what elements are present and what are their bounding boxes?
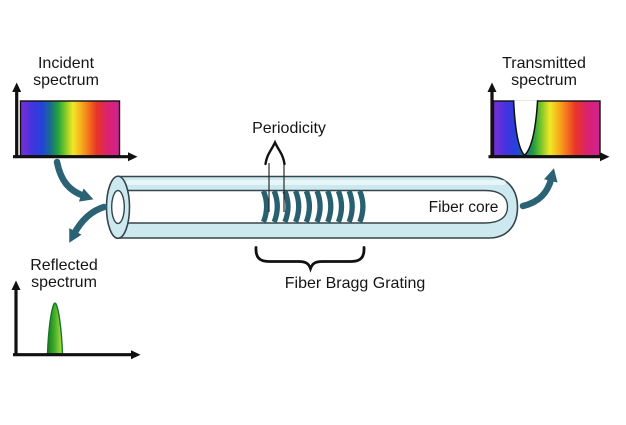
grating-stripe — [293, 190, 302, 223]
notch-right-wall — [523, 100, 539, 156]
grating-stripes — [261, 190, 366, 223]
grating-stripe — [346, 190, 355, 223]
fiber-bragg-grating-label: Fiber Bragg Grating — [284, 275, 426, 292]
reflected-label-line1: Reflected — [30, 257, 98, 274]
fiber-core-label: Fiber core — [428, 199, 499, 216]
incident-rainbow-band — [19, 100, 121, 157]
grating-stripe — [303, 190, 313, 223]
grating-underbrace — [254, 246, 366, 273]
reflected-light-arrow — [69, 203, 108, 243]
grating-stripe — [335, 190, 345, 223]
transmitted-label-line2: spectrum — [511, 72, 577, 89]
incident-spectrum-label: Incident spectrum — [16, 55, 116, 89]
grating-stripe — [271, 190, 280, 223]
fiber-core-end-face — [110, 189, 125, 225]
grating-stripe — [282, 190, 291, 223]
periodicity-brace — [264, 139, 286, 166]
fiber-core-region — [117, 189, 509, 224]
reflected-spectrum-chart — [11, 280, 141, 360]
grating-stripe — [357, 190, 366, 223]
fiber-highlight — [126, 180, 506, 185]
transmitted-rainbow-band — [492, 100, 601, 157]
reflected-peak — [46, 302, 64, 355]
reflected-spectrum-label: Reflected spectrum — [16, 257, 112, 291]
transmitted-spectrum-chart — [487, 82, 610, 162]
optical-fiber — [105, 163, 519, 240]
incident-label-line1: Incident — [37, 55, 95, 72]
transmitted-spectrum-label: Transmitted spectrum — [488, 55, 600, 89]
reflected-label-line2: spectrum — [31, 274, 97, 291]
grating-stripe — [261, 190, 270, 223]
grating-stripe — [314, 190, 323, 223]
incident-spectrum-chart — [12, 82, 138, 162]
grating-stripe — [325, 190, 334, 223]
notch-left-wall — [512, 100, 526, 156]
periodicity-label: Periodicity — [252, 120, 326, 137]
incident-label-line2: spectrum — [33, 72, 99, 89]
incident-light-arrow — [53, 158, 94, 202]
transmitted-light-arrow — [519, 168, 558, 210]
transmitted-label-line1: Transmitted — [502, 55, 586, 72]
